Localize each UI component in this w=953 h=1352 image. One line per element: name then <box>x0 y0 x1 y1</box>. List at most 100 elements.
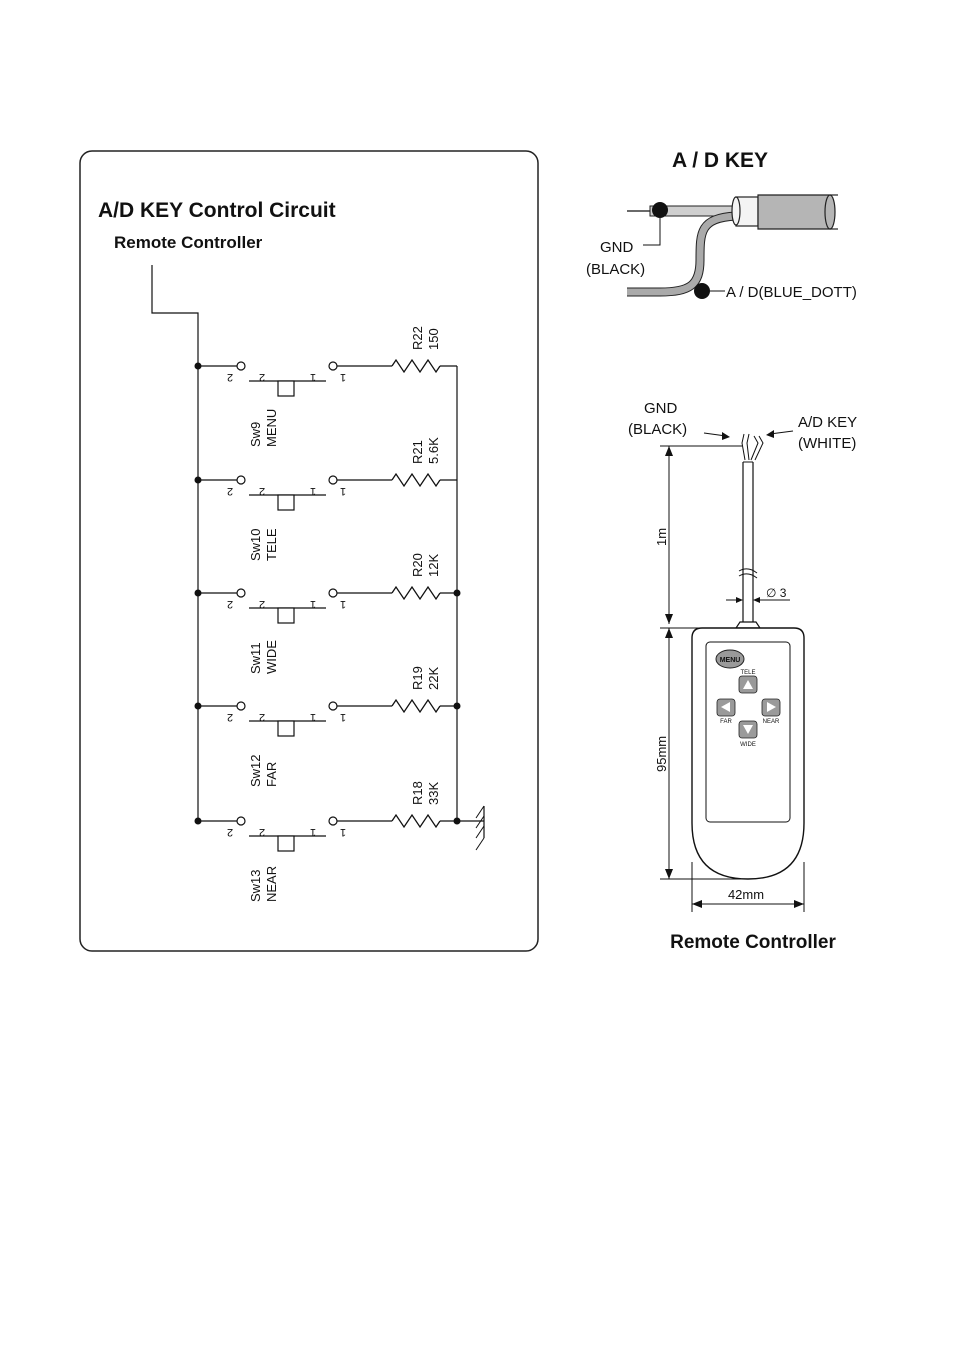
cable-ad-label: A / D(BLUE_DOTT) <box>726 284 857 301</box>
resistor <box>391 472 441 488</box>
pin-label: 2 <box>227 598 233 610</box>
switch-name: TELE <box>264 528 279 561</box>
remote-gnd-color: (BLACK) <box>628 421 687 438</box>
remote-gnd-label: GND <box>644 400 678 417</box>
remote-ad-color: (WHITE) <box>798 435 856 452</box>
pin-label: 1 <box>310 826 316 838</box>
switch-terminal-1 <box>328 475 338 485</box>
resistor <box>391 698 441 714</box>
circuit-border <box>79 150 539 952</box>
pin-label: 2 <box>227 485 233 497</box>
switch-name: WIDE <box>264 640 279 674</box>
switch-terminal-1 <box>328 588 338 598</box>
pin-label: 1 <box>310 485 316 497</box>
pin-label: 2 <box>227 711 233 723</box>
remote-width: 42mm <box>728 887 764 902</box>
pin-label: 1 <box>340 826 346 838</box>
near-label: NEAR <box>763 719 780 725</box>
switch-id: Sw11 <box>248 642 263 674</box>
pin-label: 1 <box>310 371 316 383</box>
bent-wire <box>627 212 737 296</box>
wide-label: WIDE <box>740 742 756 748</box>
resistor-id: R22 <box>410 326 425 350</box>
remote-diagram: GND (BLACK) A/D KEY (WHITE) ∅ 3 1m <box>628 400 857 953</box>
switch-row-sw9: 2 2 1 1 Sw9 MENU R22 150 <box>194 326 457 447</box>
remote-ad-label: A/D KEY <box>798 414 857 431</box>
switch-terminal-2 <box>236 361 246 371</box>
resistor-value: 22K <box>426 667 441 690</box>
switch-terminal-2 <box>236 588 246 598</box>
switch-button <box>277 494 295 511</box>
menu-button-label: MENU <box>720 657 741 664</box>
cable-gnd-color: (BLACK) <box>586 261 645 278</box>
pin-label: 2 <box>259 598 265 610</box>
switch-terminal-2 <box>236 701 246 711</box>
tele-label: TELE <box>740 670 755 676</box>
input-lead <box>151 265 199 366</box>
resistor <box>391 813 441 829</box>
circuit-subtitle: Remote Controller <box>114 233 263 252</box>
gnd-dot <box>652 202 668 218</box>
cable-gnd-label: GND <box>600 239 634 256</box>
ground-symbol <box>457 805 485 851</box>
circuit-title: A/D KEY Control Circuit <box>98 199 336 222</box>
remote-caption: Remote Controller <box>670 932 836 953</box>
switch-terminal-2 <box>236 475 246 485</box>
switch-terminal-1 <box>328 361 338 371</box>
switch-row-sw13: 2 2 1 1 Sw13 NEAR R18 33K <box>194 781 461 902</box>
bent-wire-outline <box>627 211 737 297</box>
up-arrow-icon <box>743 680 753 689</box>
strain-relief <box>734 621 762 629</box>
switch-name: MENU <box>264 409 279 447</box>
resistor-value: 5.6K <box>426 437 441 464</box>
pin-label: 1 <box>340 485 346 497</box>
pin-label: 2 <box>259 371 265 383</box>
switch-terminal-1 <box>328 816 338 826</box>
resistor <box>391 585 441 601</box>
switch-row-sw12: 2 2 1 1 Sw12 FAR R19 22K <box>194 666 461 787</box>
resistor-value: 150 <box>426 328 441 350</box>
pin-label: 1 <box>310 711 316 723</box>
remote-height: 95mm <box>654 736 669 772</box>
pin-label: 1 <box>340 371 346 383</box>
pin-label: 2 <box>259 711 265 723</box>
resistor <box>391 358 441 374</box>
ad-dot <box>694 283 710 299</box>
right-arrow-icon <box>767 702 776 712</box>
down-arrow-icon <box>743 725 753 734</box>
far-label: FAR <box>720 719 732 725</box>
cable-jacket <box>757 194 831 230</box>
pin-label: 1 <box>310 598 316 610</box>
switch-row-sw10: 2 2 1 1 Sw10 TELE R21 5.6K <box>194 437 457 561</box>
switch-id: Sw12 <box>248 754 263 787</box>
menu-button <box>715 649 745 669</box>
cable-length: 1m <box>654 528 669 546</box>
cable-diameter: ∅ 3 <box>766 586 787 600</box>
resistor-value: 33K <box>426 782 441 805</box>
left-arrow-icon <box>721 702 730 712</box>
switch-row-sw11: 2 2 1 1 Sw11 WIDE R20 12K <box>194 553 461 674</box>
pin-label: 1 <box>340 711 346 723</box>
circuit-panel: A/D KEY Control Circuit Remote Controlle… <box>79 150 539 952</box>
cable-title: A / D KEY <box>672 149 768 172</box>
pin-label: 2 <box>259 485 265 497</box>
resistor-id: R21 <box>410 440 425 464</box>
resistor-value: 12K <box>426 554 441 577</box>
pin-label: 2 <box>259 826 265 838</box>
switch-name: NEAR <box>264 866 279 902</box>
pin-label: 2 <box>227 826 233 838</box>
resistor-id: R19 <box>410 666 425 690</box>
pin-label: 2 <box>227 371 233 383</box>
switch-button <box>277 380 295 397</box>
switch-button <box>277 607 295 624</box>
switch-name: FAR <box>264 762 279 787</box>
switch-id: Sw10 <box>248 528 263 561</box>
switch-id: Sw13 <box>248 869 263 902</box>
pin-label: 1 <box>340 598 346 610</box>
switch-button <box>277 835 295 852</box>
switch-button <box>277 720 295 737</box>
switch-id: Sw9 <box>248 422 263 447</box>
resistor-id: R18 <box>410 781 425 805</box>
switch-terminal-1 <box>328 701 338 711</box>
